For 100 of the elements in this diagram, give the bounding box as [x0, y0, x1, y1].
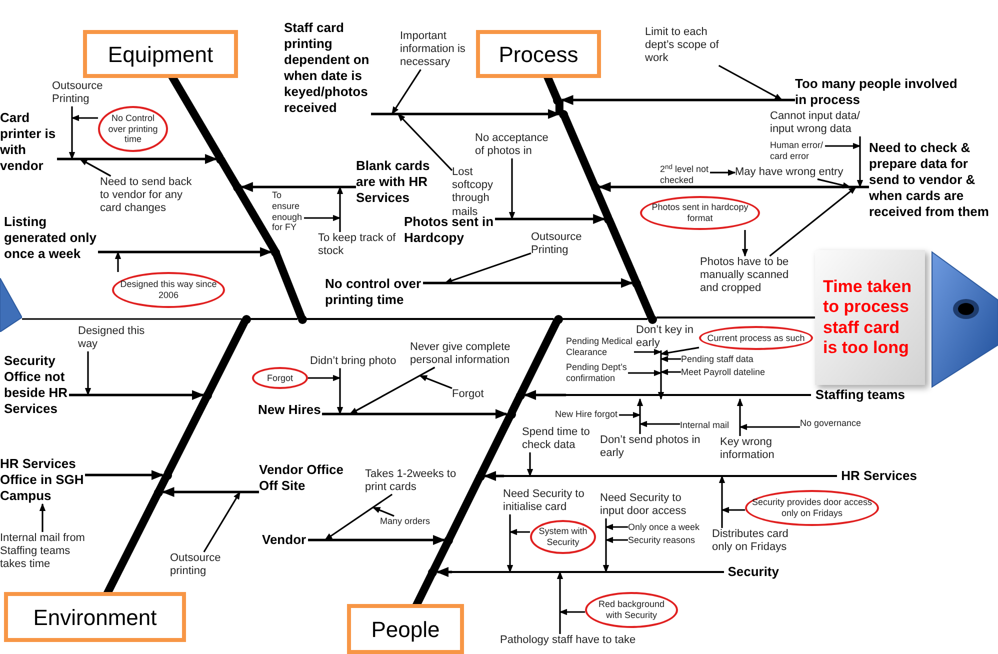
sub-cause-label: Outsource printing: [170, 552, 222, 578]
spine-line: [206, 320, 248, 394]
arrow: [508, 158, 516, 220]
sub-cause-label: Pending staff data: [681, 354, 755, 365]
arrow: [634, 348, 662, 356]
highlight-ellipse: Photos sent in hardcopy format: [640, 196, 760, 230]
sub-cause-label: Outsource Printing: [531, 231, 583, 258]
arrow: [598, 182, 869, 192]
arrow: [39, 503, 46, 532]
arrow: [560, 95, 795, 105]
arrow: [739, 424, 800, 430]
sub-cause-label: Photos have to be manually scanned and cropped: [700, 256, 790, 296]
sub-cause-label: Many orders: [380, 516, 432, 527]
highlight-ellipse: Security provides door access only on Fridays: [745, 490, 879, 526]
spine-line: [562, 318, 648, 320]
arrow: [495, 214, 606, 224]
spine-line: [250, 318, 298, 320]
sub-cause-label: Internal mail: [680, 420, 731, 431]
cause-branch: HR Services: [504, 468, 917, 484]
spine-line: [656, 316, 815, 318]
arrow: [506, 514, 514, 573]
sub-cause-label: To keep track of stock: [318, 232, 397, 258]
sub-cause-label: Don’t send photos in early: [600, 434, 702, 460]
sub-cause-label: Limit to each dept’s scope of work: [645, 26, 720, 66]
sub-cause-label: To ensure enough for FY: [272, 190, 304, 234]
cause-label: Blank cards are with HR Services: [356, 158, 431, 206]
sub-cause-label: Takes 1-2weeks to print cards: [365, 468, 458, 494]
arrow: [825, 142, 861, 150]
arrow: [636, 398, 644, 434]
arrow: [619, 412, 641, 418]
spine-line: [478, 414, 513, 476]
arrow: [605, 536, 628, 544]
sub-cause-label: Didn’t bring photo: [310, 355, 398, 368]
cause-label: Vendor Office Off Site: [259, 462, 345, 494]
sub-cause-label: Outsource Printing: [52, 80, 104, 106]
arrow: [736, 398, 744, 436]
sub-cause-label: Don’t key in early: [636, 324, 695, 350]
arrow: [371, 109, 560, 119]
arrow: [660, 368, 681, 376]
cause-label: Too many people involved in process: [795, 76, 959, 108]
spine-line: [431, 540, 450, 572]
spine-line: [446, 476, 482, 540]
arrow: [203, 491, 241, 552]
arrow: [397, 113, 453, 171]
sub-cause-label: Need to send back to vendor for any card changes: [100, 176, 193, 216]
sub-cause-label: Need Security to input door access: [600, 492, 688, 518]
arrow: [84, 351, 92, 396]
arrow: [526, 452, 534, 477]
sub-cause-label: Security reasons: [628, 535, 697, 546]
sub-cause-label: 2$^{nd}$ level not checked: [660, 164, 710, 186]
arrow: [658, 350, 664, 400]
arrow: [349, 366, 436, 415]
sub-cause-label: Human error/ card error: [770, 140, 825, 162]
arrow: [69, 390, 204, 400]
sub-cause-label: Key wrong information: [720, 436, 776, 462]
highlight-ellipse: System with Security: [530, 520, 596, 554]
highlight-ellipse: Forgot: [252, 367, 308, 389]
spine-line: [273, 252, 304, 318]
highlight-ellipse: Current process as such: [699, 326, 813, 350]
arrow: [85, 470, 164, 480]
arrow: [628, 370, 662, 376]
arrow: [718, 64, 783, 101]
sub-cause-label: Pending Medical Clearance: [566, 336, 634, 358]
sub-cause-label: Distributes card only on Fridays: [712, 528, 790, 554]
arrow: [324, 494, 393, 541]
arrow: [556, 571, 564, 634]
arrow: [419, 374, 452, 390]
arrow: [742, 230, 748, 257]
sub-cause-label: Meet Payroll dateline: [681, 367, 767, 378]
cause-label: Need to check & prepare data for send to vendor & when cards are received from them: [869, 140, 990, 220]
arrow: [114, 251, 122, 272]
sub-cause-label: Pending Dept’s confirmation: [566, 362, 628, 384]
arrow: [436, 567, 452, 577]
spine-line: [236, 188, 277, 252]
cause-label: Listing generated only once a week: [4, 214, 98, 262]
spine-line: [509, 396, 522, 414]
arrow: [423, 278, 634, 288]
sub-cause-label: Spend time to check data: [522, 426, 591, 452]
arrow: [68, 106, 76, 160]
sub-cause-label: Pathology staff have to take: [500, 634, 637, 648]
spine-line: [606, 220, 639, 282]
highlight-ellipse: No Control over printing time: [98, 106, 168, 152]
spine-line: [555, 100, 564, 114]
cause-branch: Security: [452, 564, 779, 580]
arrow: [372, 506, 394, 517]
arrow: [605, 524, 628, 530]
arrow: [660, 346, 700, 356]
spine-line: [165, 396, 210, 474]
category-box: Equipment: [83, 30, 238, 78]
arrow: [240, 182, 356, 192]
category-box: Environment: [4, 592, 186, 642]
arrow: [718, 475, 726, 528]
spine-line: [219, 160, 239, 186]
spine-line: [156, 476, 169, 492]
sub-cause-label: Need Security to initialise card: [503, 488, 586, 514]
sub-cause-label: No governance: [800, 418, 863, 429]
sub-cause-label: Designed this way: [78, 325, 146, 352]
arrow: [162, 487, 259, 497]
sub-cause-label: No acceptance of photos in: [475, 132, 550, 158]
arrow: [336, 368, 344, 415]
